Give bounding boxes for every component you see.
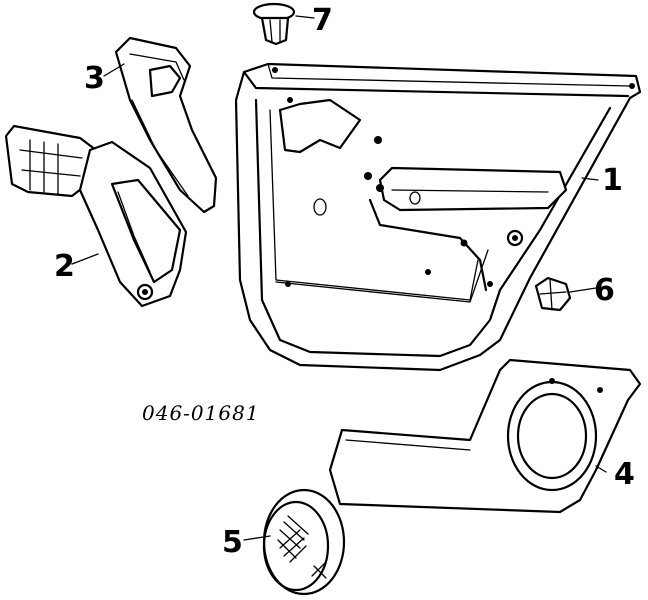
door-trim-panel	[234, 62, 642, 372]
callout-4: 4	[614, 457, 635, 492]
lower-trim-panel	[328, 358, 642, 514]
leader-lines	[71, 15, 607, 541]
inside-handle-bezel	[4, 124, 188, 308]
callout-5: 5	[222, 525, 243, 560]
retainer-clip	[252, 2, 296, 46]
speaker-grille	[262, 488, 346, 596]
armrest-cover	[114, 36, 218, 214]
callout-3: 3	[84, 61, 105, 96]
callout-1: 1	[602, 163, 623, 198]
callout-6: 6	[594, 273, 615, 308]
push-clip	[534, 276, 572, 312]
part-number: 046-01681	[142, 401, 260, 425]
callout-7: 7	[312, 3, 333, 38]
callout-2: 2	[54, 249, 75, 284]
